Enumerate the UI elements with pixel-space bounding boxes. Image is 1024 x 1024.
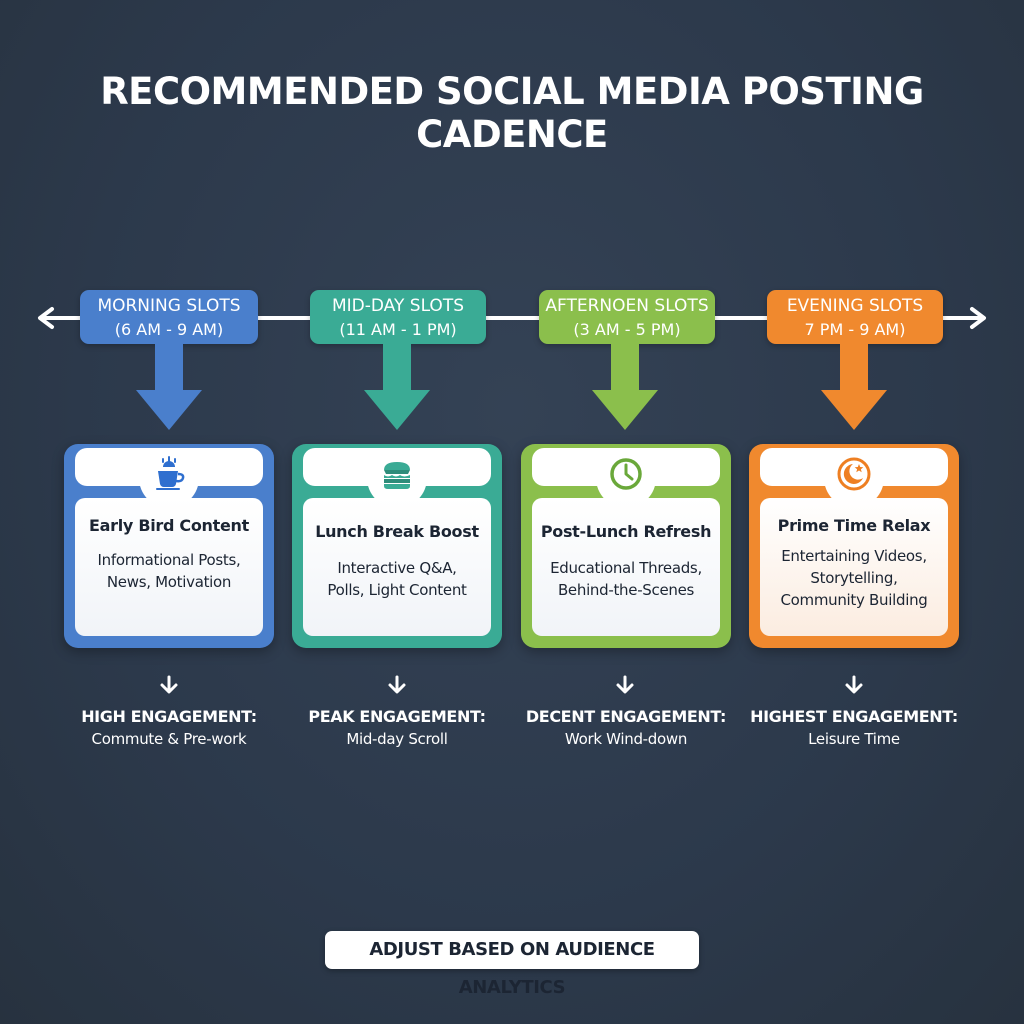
small-down-arrow-icon (388, 675, 406, 694)
down-arrow-afternoon (592, 344, 658, 430)
card-description: Informational Posts, News, Motivation (75, 549, 263, 593)
card-body: Early Bird Content Informational Posts, … (75, 498, 263, 636)
card-title: Prime Time Relax (777, 516, 931, 535)
engagement-subtitle: Work Wind-down (564, 730, 688, 748)
down-arrow-midday (364, 344, 430, 430)
engagement-midday: PEAK ENGAGEMENT: Mid-day Scroll (282, 707, 512, 748)
desc-line: Community Building (780, 591, 928, 609)
slot-name: MORNING SLOTS (97, 296, 241, 316)
card-midday: Lunch Break Boost Interactive Q&A, Polls… (292, 444, 502, 648)
desc-line: Interactive Q&A, (337, 559, 457, 577)
coffee-cup-sunrise-icon (156, 456, 185, 490)
moon-star-icon (837, 457, 871, 491)
slot-name: AFTERNOEN SLOTS (545, 296, 709, 316)
footer-note: ADJUST BASED ON AUDIENCE ANALYTICS (325, 931, 699, 998)
desc-line: Informational Posts, (97, 551, 241, 569)
sandwich-icon (384, 462, 410, 489)
down-arrow-evening (821, 344, 887, 430)
engagement-subtitle: Commute & Pre-work (91, 730, 247, 748)
card-body: Lunch Break Boost Interactive Q&A, Polls… (303, 498, 491, 636)
card-morning: Early Bird Content Informational Posts, … (64, 444, 274, 648)
card-description: Educational Threads, Behind-the-Scenes (532, 557, 720, 601)
down-arrow-morning (136, 344, 202, 430)
slot-label-morning: MORNING SLOTS (6 AM - 9 AM) (80, 290, 258, 344)
engagement-title: PEAK ENGAGEMENT: (308, 707, 486, 726)
engagement-title: DECENT ENGAGEMENT: (525, 707, 727, 726)
desc-line: Entertaining Videos, (781, 547, 927, 565)
slot-range: 7 PM - 9 AM) (804, 320, 906, 339)
slot-label-afternoon: AFTERNOEN SLOTS (3 AM - 5 PM) (539, 290, 715, 344)
desc-line: Storytelling, (810, 569, 898, 587)
engagement-morning: HIGH ENGAGEMENT: Commute & Pre-work (54, 707, 284, 748)
page-title: RECOMMENDED SOCIAL MEDIA POSTING CADENCE (100, 70, 924, 156)
card-afternoon: Post-Lunch Refresh Educational Threads, … (521, 444, 731, 648)
card-description: Interactive Q&A, Polls, Light Content (303, 557, 491, 601)
slot-name: EVENING SLOTS (786, 296, 924, 316)
card-title: Lunch Break Boost (315, 522, 479, 541)
small-down-arrow-icon (160, 675, 178, 694)
desc-line: Educational Threads, (550, 559, 702, 577)
slot-range: (6 AM - 9 AM) (114, 320, 224, 339)
desc-line: News, Motivation (106, 573, 232, 591)
slot-range: (11 AM - 1 PM) (339, 320, 457, 339)
engagement-subtitle: Leisure Time (808, 730, 900, 748)
small-down-arrow-icon (845, 675, 863, 694)
card-title: Early Bird Content (89, 516, 249, 535)
engagement-evening: HIGHEST ENGAGEMENT: Leisure Time (739, 707, 969, 748)
small-down-arrow-icon (616, 675, 634, 694)
desc-line: Polls, Light Content (327, 581, 467, 599)
card-title: Post-Lunch Refresh (540, 522, 712, 541)
card-body: Post-Lunch Refresh Educational Threads, … (532, 498, 720, 636)
card-body: Prime Time Relax Entertaining Videos, St… (760, 498, 948, 636)
desc-line: Behind-the-Scenes (557, 581, 695, 599)
slot-label-midday: MID-DAY SLOTS (11 AM - 1 PM) (310, 290, 486, 344)
slot-name: MID-DAY SLOTS (331, 296, 464, 316)
engagement-afternoon: DECENT ENGAGEMENT: Work Wind-down (511, 707, 741, 748)
engagement-subtitle: Mid-day Scroll (346, 730, 448, 748)
engagement-title: HIGH ENGAGEMENT: (81, 707, 257, 726)
card-description: Entertaining Videos, Storytelling, Commu… (760, 545, 948, 611)
slot-range: (3 AM - 5 PM) (573, 320, 681, 339)
clock-icon (610, 458, 642, 490)
engagement-title: HIGHEST ENGAGEMENT: (750, 707, 958, 726)
card-evening: Prime Time Relax Entertaining Videos, St… (749, 444, 959, 648)
slot-label-evening: EVENING SLOTS 7 PM - 9 AM) (767, 290, 943, 344)
